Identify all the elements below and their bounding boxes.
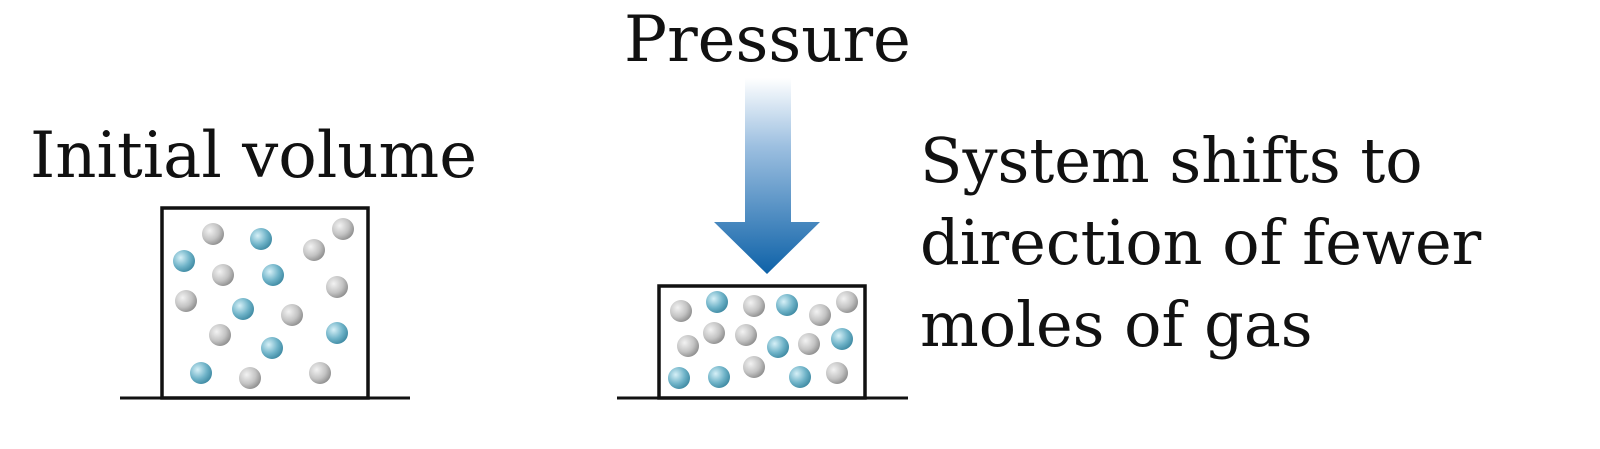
- gas-particle-blue: [789, 366, 811, 388]
- compressed-container: [617, 284, 908, 400]
- compressed-box: [657, 284, 867, 400]
- gas-particle-blue: [706, 291, 728, 313]
- gas-particle-gray: [202, 223, 224, 245]
- initial-particles: [173, 218, 354, 389]
- initial-volume-label: Initial volume: [30, 119, 478, 193]
- gas-particle-gray: [836, 291, 858, 313]
- gas-particle-blue: [831, 328, 853, 350]
- gas-particle-gray: [826, 362, 848, 384]
- gas-particle-blue: [776, 294, 798, 316]
- gas-particle-gray: [703, 322, 725, 344]
- gas-particle-blue: [261, 337, 283, 359]
- pressure-label: Pressure: [624, 3, 911, 77]
- gas-particle-gray: [677, 335, 699, 357]
- gas-particle-gray: [212, 264, 234, 286]
- gas-particle-gray: [326, 276, 348, 298]
- gas-particle-gray: [303, 239, 325, 261]
- down-arrow-icon: [714, 78, 820, 274]
- system-shift-line-3: moles of gas: [920, 288, 1313, 361]
- gas-particle-gray: [735, 324, 757, 346]
- system-shift-line-2: direction of fewer: [920, 206, 1482, 279]
- gas-particle-gray: [743, 295, 765, 317]
- gas-particle-gray: [332, 218, 354, 240]
- system-shift-label: System shifts to direction of fewer mole…: [920, 120, 1580, 366]
- gas-particle-blue: [767, 336, 789, 358]
- gas-particle-gray: [798, 333, 820, 355]
- gas-particle-blue: [326, 322, 348, 344]
- gas-particle-blue: [232, 298, 254, 320]
- gas-particle-gray: [175, 290, 197, 312]
- gas-particle-gray: [209, 324, 231, 346]
- compressed-particles: [668, 291, 858, 389]
- gas-particle-blue: [190, 362, 212, 384]
- gas-particle-gray: [281, 304, 303, 326]
- gas-particle-blue: [668, 367, 690, 389]
- gas-particle-gray: [670, 300, 692, 322]
- gas-particle-gray: [239, 367, 261, 389]
- gas-particle-gray: [809, 304, 831, 326]
- gas-particle-blue: [708, 366, 730, 388]
- gas-particle-blue: [262, 264, 284, 286]
- initial-container: [120, 206, 410, 400]
- gas-particle-blue: [173, 250, 195, 272]
- gas-particle-gray: [743, 356, 765, 378]
- initial-box: [160, 206, 370, 400]
- gas-particle-blue: [250, 228, 272, 250]
- system-shift-line-1: System shifts to: [920, 124, 1423, 197]
- gas-particle-gray: [309, 362, 331, 384]
- pressure-arrow: [714, 78, 820, 274]
